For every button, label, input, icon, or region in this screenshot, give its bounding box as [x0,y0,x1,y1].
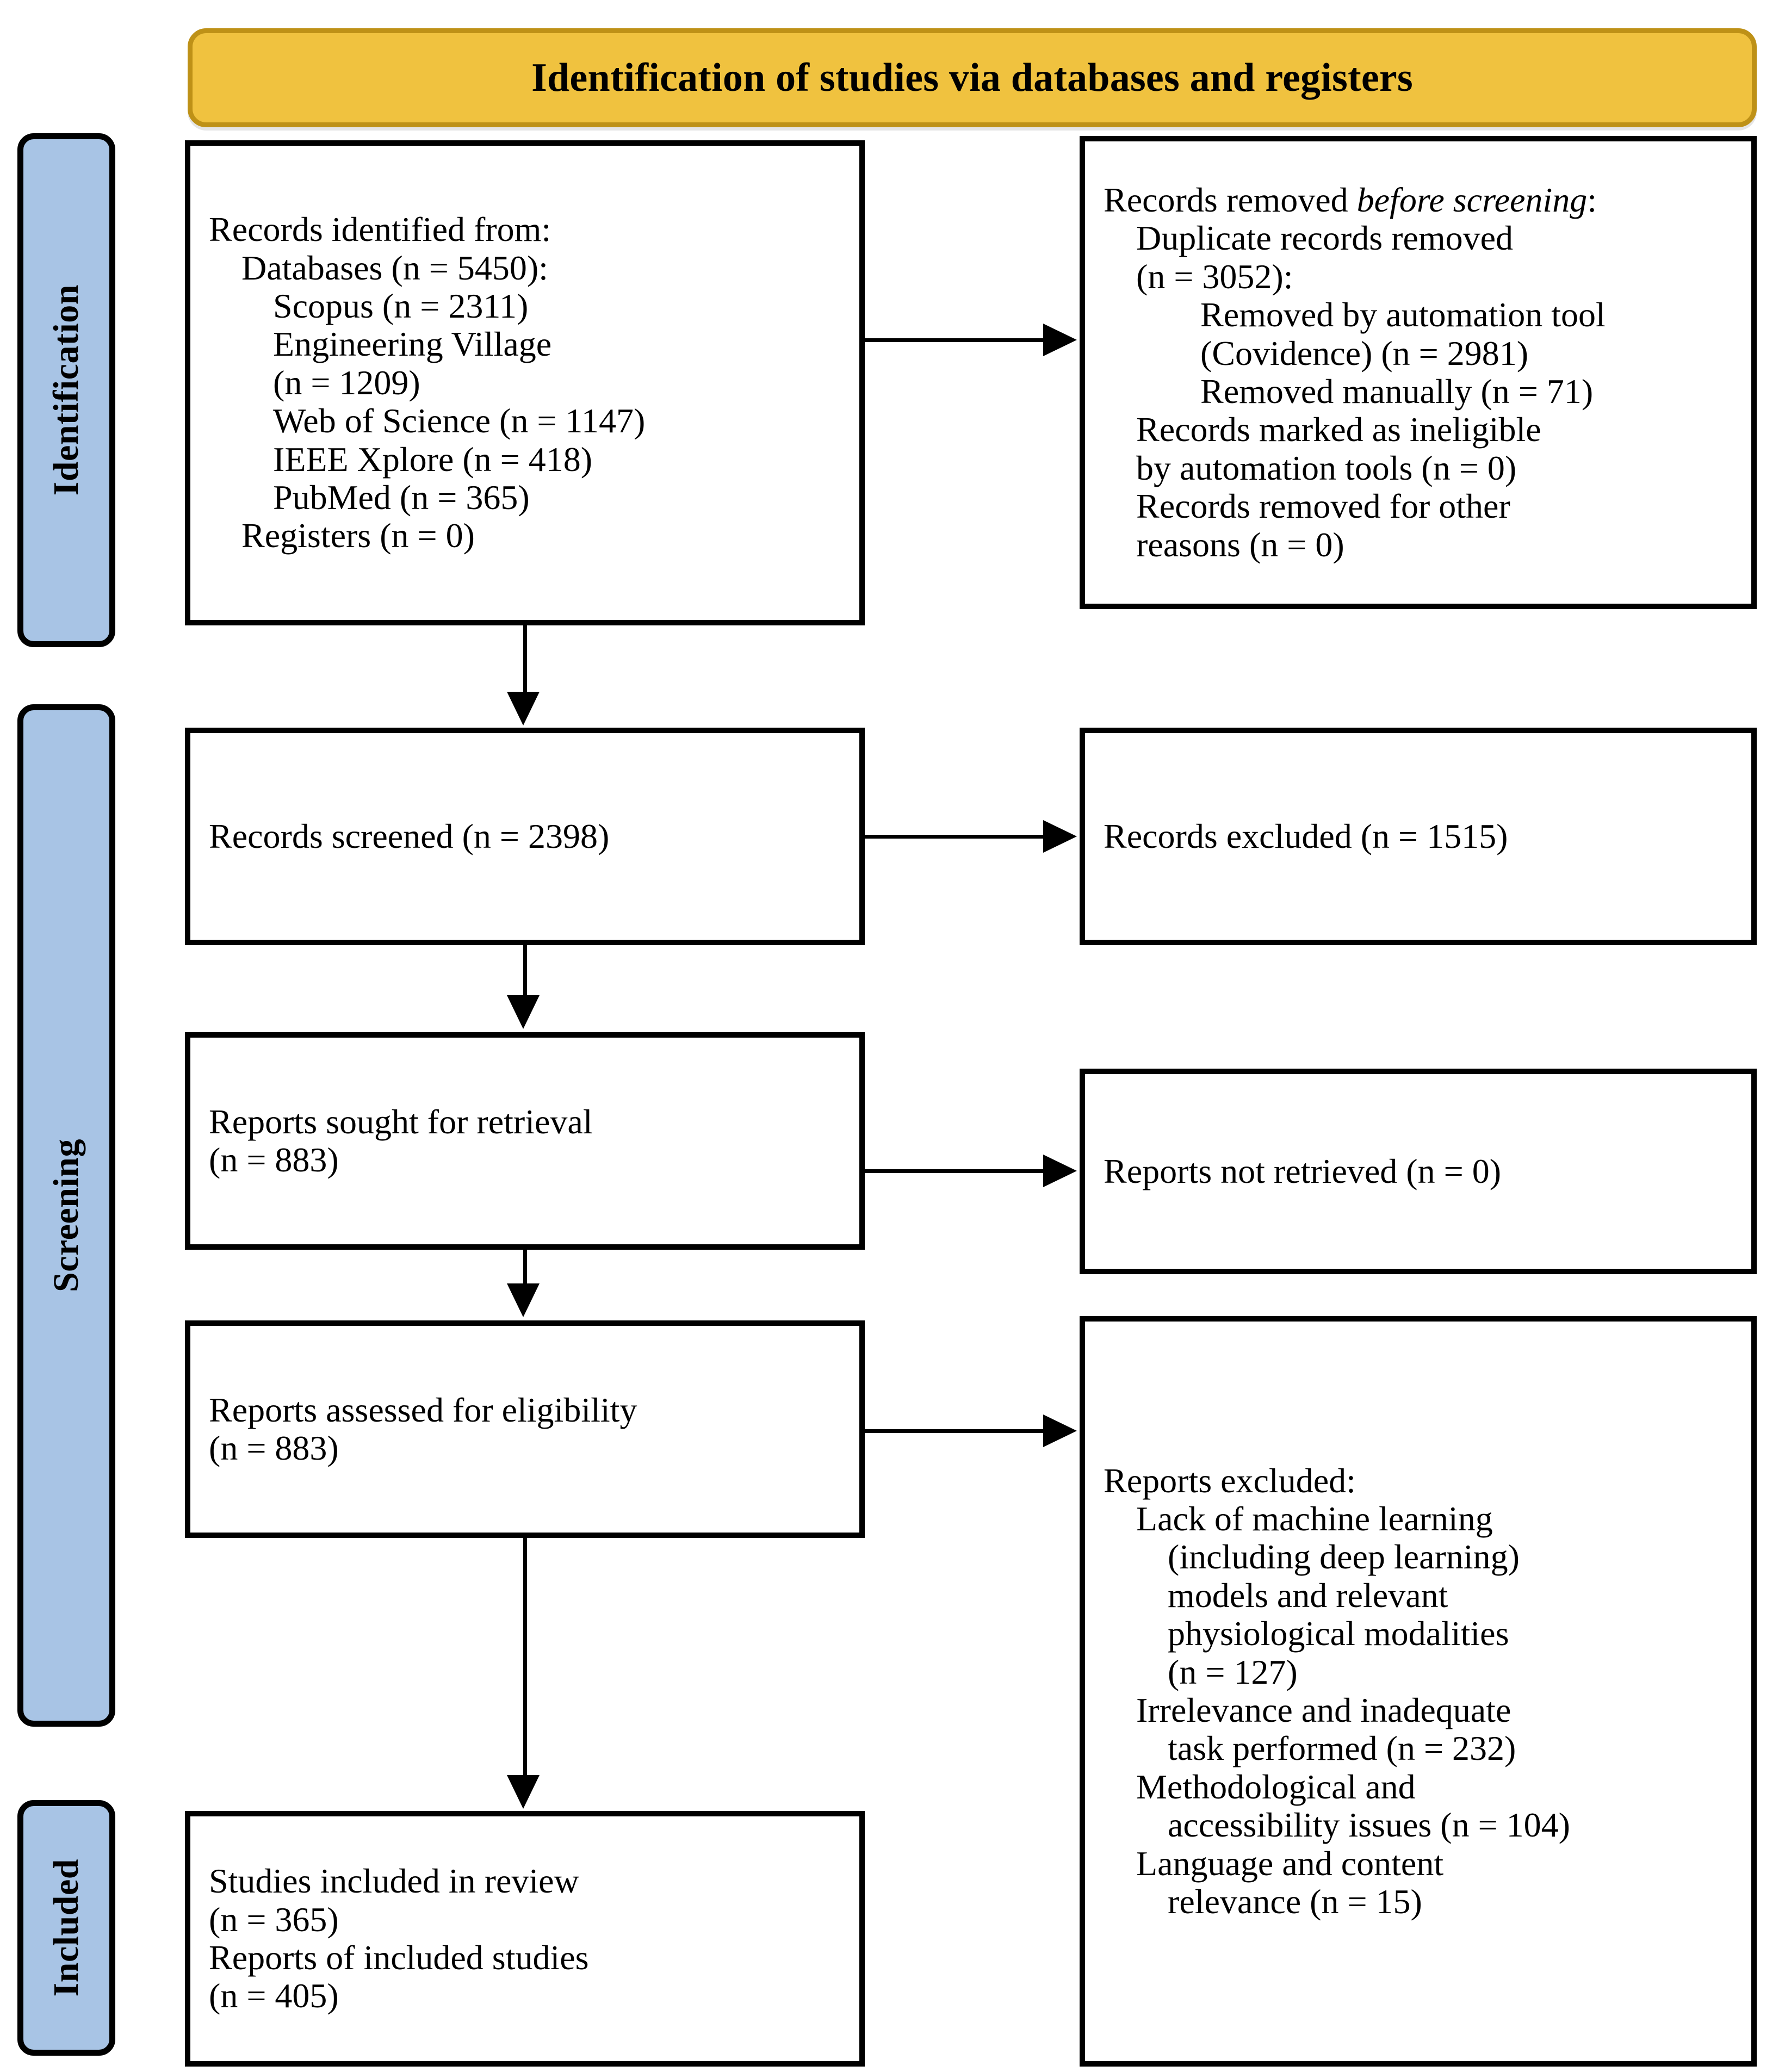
arrow-sought-to-assessed [507,1283,540,1317]
records-removed-heading-colon: : [1587,181,1597,220]
arrow-assessed-to-included [507,1775,540,1809]
reports-assessed-text: Reports assessed for eligibility [209,1390,637,1429]
records-removed-other-reasons-count: reasons (n = 0) [1136,525,1344,564]
stage-label-text: Included [46,1859,86,1997]
records-excluded-text: Records excluded (n = 1515) [1104,816,1508,855]
box-reports-sought-for-retrieval: Reports sought for retrieval (n = 883) [185,1032,865,1250]
reports-excluded-lack-of-ml: Lack of machine learning [1136,1499,1493,1539]
records-identified-engineering-village: Engineering Village [273,325,552,364]
reports-excluded-language: Language and content [1136,1844,1444,1883]
records-identified-web-of-science: Web of Science (n = 1147) [273,401,646,441]
records-identified-heading: Records identified from: [209,210,551,249]
stage-label-identification: Identification [17,133,115,647]
box-reports-excluded: Reports excluded: Lack of machine learni… [1080,1316,1757,2067]
connector-sought-to-assessed [523,1250,527,1286]
reports-excluded-language-count: relevance (n = 15) [1168,1882,1422,1921]
connector-assessed-to-included [523,1538,527,1777]
records-identified-registers: Registers (n = 0) [241,516,475,555]
records-screened-text: Records screened (n = 2398) [209,816,610,855]
reports-excluded-lack-of-ml-cont3: physiological modalities [1168,1614,1509,1653]
records-identified-ieee-xplore: IEEE Xplore (n = 418) [273,439,593,479]
reports-of-included-studies-text: Reports of included studies [209,1938,589,1977]
records-removed-heading-plain: Records removed [1104,181,1357,220]
reports-excluded-lack-of-ml-cont1: (including deep learning) [1168,1537,1520,1577]
arrow-sought-to-not-retrieved [1043,1155,1077,1187]
reports-sought-count: (n = 883) [209,1140,339,1179]
removed-manually: Removed manually (n = 71) [1200,372,1594,411]
box-records-identified: Records identified from: Databases (n = … [185,140,865,625]
arrow-screened-to-excluded [1043,820,1077,853]
stage-label-included: Included [17,1800,115,2056]
reports-excluded-heading: Reports excluded: [1104,1461,1356,1500]
reports-excluded-lack-of-ml-count: (n = 127) [1168,1652,1298,1691]
stage-label-text: Screening [46,1139,86,1292]
box-records-excluded: Records excluded (n = 1515) [1080,728,1757,945]
arrow-identified-to-screened [507,692,540,725]
diagram-header-banner: Identification of studies via databases … [188,28,1757,127]
records-identified-scopus: Scopus (n = 2311) [273,287,529,326]
reports-excluded-lack-of-ml-cont2: models and relevant [1168,1575,1448,1615]
reports-excluded-methodological-count: accessibility issues (n = 104) [1168,1806,1570,1845]
box-reports-not-retrieved: Reports not retrieved (n = 0) [1080,1069,1757,1274]
connector-sought-to-not-retrieved [865,1169,1044,1173]
connector-assessed-to-reports-excluded [865,1429,1044,1433]
stage-label-screening: Screening [17,704,115,1727]
records-removed-heading: Records removed before screening: [1104,181,1733,219]
stage-label-text: Identification [46,284,86,496]
arrow-screened-to-sought [507,995,540,1029]
reports-of-included-studies-count: (n = 405) [209,1976,339,2015]
connector-screened-to-excluded [865,835,1044,839]
arrow-assessed-to-reports-excluded [1043,1415,1077,1447]
box-records-screened: Records screened (n = 2398) [185,728,865,945]
studies-included-text: Studies included in review [209,1862,579,1901]
duplicate-records-removed: Duplicate records removed [1136,219,1514,258]
removed-by-automation-tool: Removed by automation tool [1200,295,1606,334]
records-identified-pubmed: PubMed (n = 365) [273,477,530,517]
records-identified-engineering-village-count: (n = 1209) [273,363,420,402]
reports-not-retrieved-text: Reports not retrieved (n = 0) [1104,1151,1501,1190]
diagram-title: Identification of studies via databases … [531,55,1413,100]
studies-included-count: (n = 365) [209,1900,339,1939]
connector-screened-to-sought [523,945,527,997]
reports-excluded-irrelevance-count: task performed (n = 232) [1168,1729,1516,1768]
records-removed-heading-italic: before screening [1356,181,1588,220]
removed-by-automation-tool-count: (Covidence) (n = 2981) [1200,333,1529,373]
reports-excluded-irrelevance: Irrelevance and inadequate [1136,1691,1511,1729]
arrow-identified-to-removed [1043,324,1077,356]
records-marked-ineligible: Records marked as ineligible [1136,410,1541,449]
box-records-removed-before-screening: Records removed before screening: Duplic… [1080,136,1757,609]
connector-identified-to-removed [865,338,1044,342]
reports-assessed-count: (n = 883) [209,1429,339,1467]
reports-excluded-methodological: Methodological and [1136,1767,1416,1806]
records-identified-databases: Databases (n = 5450): [241,248,548,287]
connector-identified-to-screened [523,625,527,694]
records-removed-other-reasons: Records removed for other [1136,487,1510,526]
reports-sought-text: Reports sought for retrieval [209,1102,593,1141]
box-reports-assessed-for-eligibility: Reports assessed for eligibility (n = 88… [185,1320,865,1538]
box-studies-included-in-review: Studies included in review (n = 365) Rep… [185,1811,865,2067]
duplicate-records-removed-count: (n = 3052): [1136,257,1293,296]
records-marked-ineligible-count: by automation tools (n = 0) [1136,448,1517,487]
